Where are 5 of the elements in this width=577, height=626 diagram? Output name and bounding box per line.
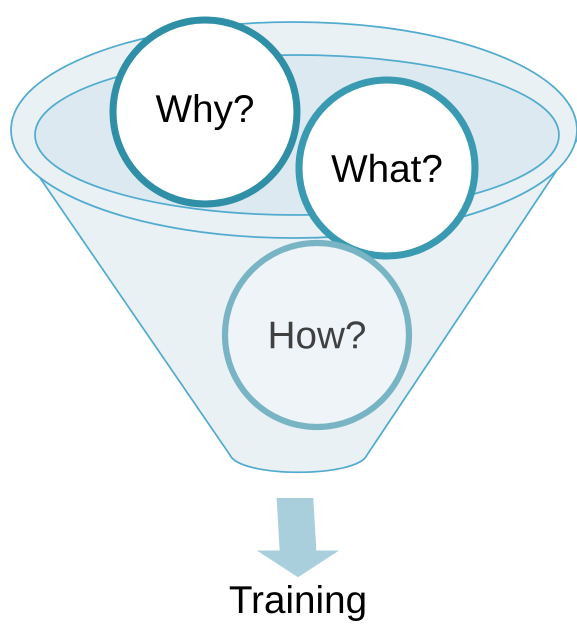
output-label: Training [230,584,365,621]
circle-node: Why? [109,16,300,208]
circle-node: How? [222,240,412,430]
block-arrow [256,498,340,578]
circle-node: What? [295,76,478,260]
